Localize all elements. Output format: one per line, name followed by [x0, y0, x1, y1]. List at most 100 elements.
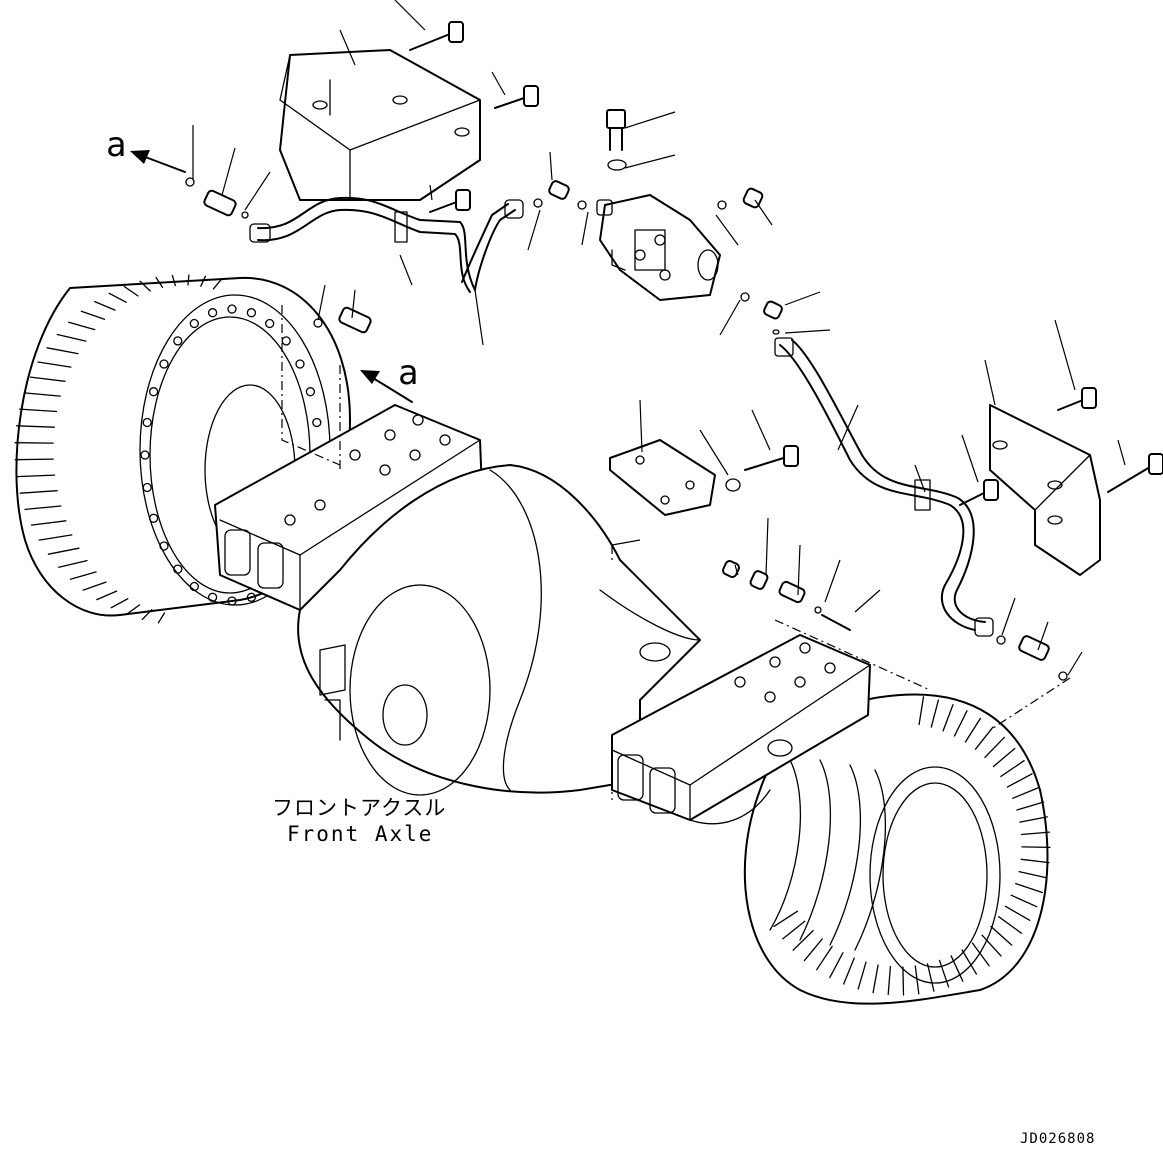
o-ring: [996, 635, 1006, 645]
tread-lug: [843, 957, 855, 985]
caption-japanese: フロントアクスル: [272, 796, 447, 820]
tread-lug: [803, 938, 823, 962]
tread-lug: [773, 910, 799, 928]
leader-lines: [192, 0, 1126, 676]
tread-lug: [15, 425, 55, 428]
tread-lug: [1004, 905, 1031, 921]
rim-bolt-hole: [295, 359, 305, 369]
rim-bolt-hole: [246, 592, 257, 602]
fitting: [1018, 635, 1050, 661]
bolt: [744, 445, 799, 471]
bolt: [1057, 387, 1097, 411]
rim-bolt-hole: [142, 417, 152, 428]
fitting: [338, 306, 372, 334]
arrow-a-upper: [130, 150, 186, 173]
tread-lug: [155, 276, 164, 289]
fitting: [742, 187, 764, 209]
tread-lug: [1019, 816, 1048, 823]
tread-lug: [1006, 773, 1033, 788]
tread-lug: [58, 559, 88, 568]
tread-lug: [23, 392, 61, 397]
rim-bolt-hole: [281, 336, 291, 346]
tread-lug: [29, 376, 66, 382]
rim-bolt-hole: [227, 596, 237, 606]
tread-lug: [1016, 801, 1045, 811]
tread-lug: [792, 929, 814, 951]
tread-lug: [96, 590, 118, 601]
tread-lug: [964, 717, 982, 743]
tread-lug: [157, 612, 166, 624]
tread-lug: [902, 966, 905, 996]
tread-lug: [872, 964, 879, 994]
o-ring: [241, 211, 249, 219]
tread-lug: [857, 961, 867, 990]
arrow-label-a-lower: a: [398, 353, 419, 393]
bolt: [494, 85, 539, 109]
tread-lug: [782, 920, 806, 940]
rim-bolt-hole: [265, 318, 275, 329]
tread-lug: [38, 534, 73, 541]
right-tire: [743, 693, 1051, 1005]
tread-lug: [46, 347, 79, 355]
tread-lug: [14, 458, 54, 461]
tread-lug: [950, 955, 964, 982]
axle-housing: [214, 404, 871, 825]
tread-lug: [19, 408, 58, 413]
tread-lug: [1020, 858, 1050, 864]
tread-lug: [971, 942, 990, 967]
tread-lug: [1012, 786, 1040, 799]
brake-tube-right: [774, 337, 994, 637]
tread-lug: [69, 571, 97, 580]
rim-bolt-hole: [227, 304, 237, 314]
valve-assembly: [596, 194, 721, 301]
tread-lug: [19, 490, 58, 494]
caption-english: Front Axle: [287, 822, 434, 846]
tread-lug: [1021, 846, 1051, 849]
rim-bolt-hole: [189, 318, 199, 329]
tread-lug: [47, 547, 80, 555]
tread-lug: [829, 952, 844, 979]
upper-left-bracket: [279, 49, 481, 201]
o-ring: [772, 329, 780, 335]
bolt: [429, 189, 471, 213]
fitting: [722, 560, 740, 578]
o-ring: [725, 478, 741, 492]
arrow-label-a-upper: a: [106, 125, 127, 165]
fitting: [548, 180, 570, 200]
rim-bolt-hole: [207, 308, 218, 318]
o-ring: [814, 606, 822, 614]
tread-lug: [1015, 882, 1043, 894]
tread-lug: [1000, 760, 1025, 778]
o-ring: [577, 200, 587, 210]
rim-bolt-hole: [159, 541, 169, 551]
rim-bolt-hole: [148, 387, 159, 397]
tread-lug: [984, 736, 1006, 759]
tread-lug: [974, 726, 994, 750]
pin: [821, 614, 851, 631]
tread-lug: [125, 604, 141, 615]
tread-lug: [1020, 831, 1051, 836]
o-ring: [740, 292, 750, 302]
o-ring: [313, 318, 323, 328]
arrow-a-lower: [360, 370, 413, 403]
tread-lug: [80, 310, 106, 320]
tread-lug: [953, 710, 968, 737]
tread-lug: [930, 699, 940, 728]
tread-lug: [887, 965, 892, 996]
tread-lug: [123, 285, 139, 297]
tread-lug: [990, 925, 1013, 946]
o-ring: [607, 159, 627, 171]
tread-lug: [938, 959, 950, 988]
tread-lug: [30, 520, 67, 526]
fitting: [778, 580, 806, 604]
tread-lug: [998, 916, 1023, 934]
tread-lug: [816, 945, 833, 971]
bolt: [409, 21, 464, 51]
tread-lug: [68, 321, 96, 331]
tread-lug: [110, 598, 129, 609]
tread-lug: [918, 696, 925, 726]
rim-bolt-hole: [312, 417, 322, 428]
rim-bolt-hole: [142, 482, 152, 493]
bolt: [606, 109, 626, 151]
tread-lug: [200, 275, 207, 287]
